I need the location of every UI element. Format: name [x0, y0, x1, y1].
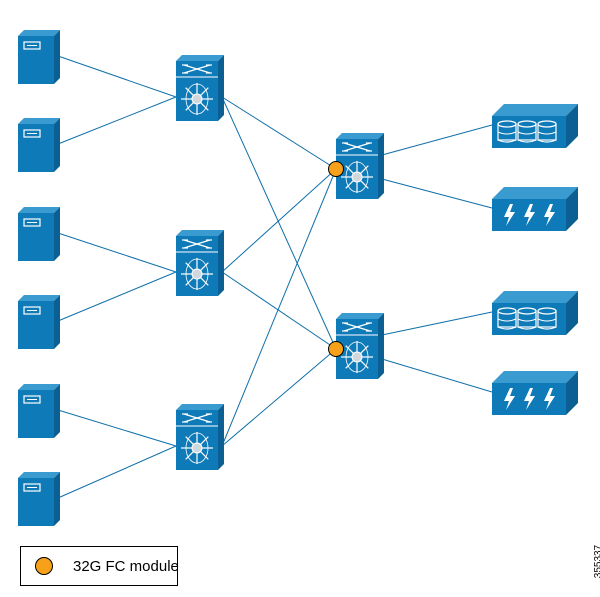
server-icon	[18, 207, 60, 261]
flash-array-icon	[492, 371, 578, 415]
server-icon	[18, 384, 60, 438]
core-storage-link	[381, 311, 493, 336]
server-icon	[18, 118, 60, 172]
server-edge-link	[57, 232, 177, 273]
server-edge-link	[57, 445, 177, 499]
server-edge-link	[57, 409, 177, 447]
core-storage-link	[381, 358, 493, 393]
server-icon	[18, 30, 60, 84]
edge-core-link	[221, 96, 337, 170]
server-icon	[18, 472, 60, 526]
legend-label: 32G FC module	[73, 558, 179, 575]
fc-module-dot	[328, 161, 344, 177]
fc-module-dot	[328, 341, 344, 357]
core-storage-link	[381, 124, 493, 156]
mds-switch-icon	[176, 230, 224, 296]
figure-id: 355337	[593, 544, 600, 579]
flash-array-icon	[492, 187, 578, 231]
core-storage-link	[381, 178, 493, 209]
nodes	[18, 30, 578, 526]
mds-switch-icon	[176, 55, 224, 121]
server-icon	[18, 295, 60, 349]
disk-array-icon	[492, 291, 578, 335]
server-edge-link	[57, 271, 177, 322]
edge-core-link	[221, 168, 337, 273]
legend: 32G FC module	[20, 546, 179, 586]
mds-switch-icon	[176, 404, 224, 470]
server-edge-link	[57, 55, 177, 98]
edge-core-link	[221, 348, 337, 447]
edge-core-link	[221, 271, 337, 350]
fc-module-legend-icon	[35, 557, 53, 575]
disk-array-icon	[492, 104, 578, 148]
links	[57, 55, 493, 499]
server-edge-link	[57, 96, 177, 145]
mds-switch-icon	[336, 133, 384, 199]
edge-core-link	[221, 96, 337, 350]
edge-core-link	[221, 168, 337, 447]
